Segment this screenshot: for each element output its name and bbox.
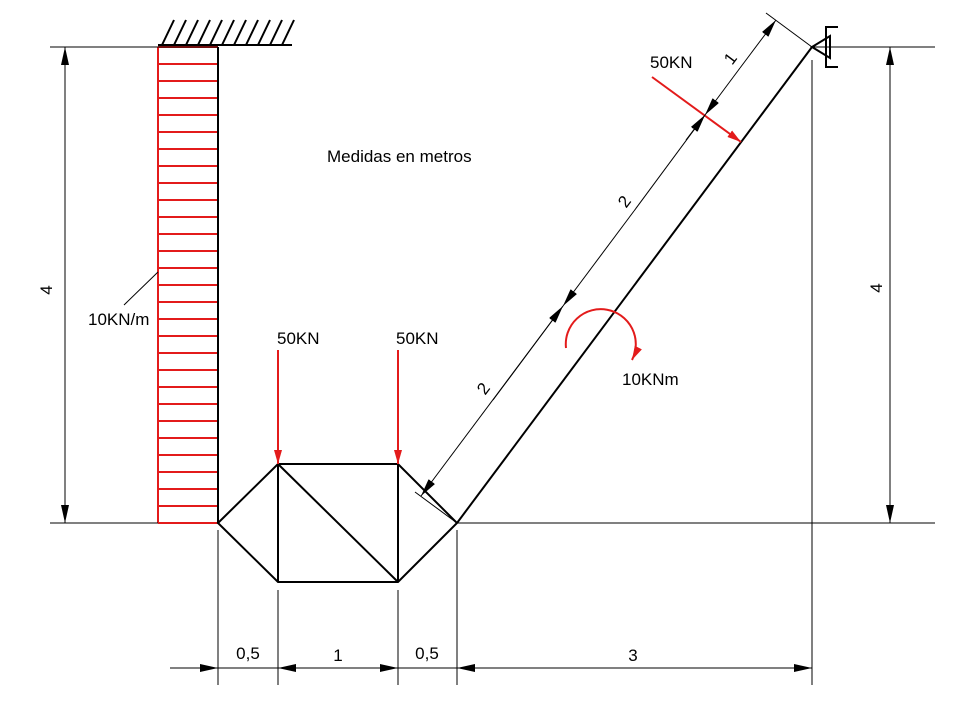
dim-0-5-right: 0,5 <box>415 644 439 663</box>
hatch-line <box>233 19 247 46</box>
inclined-dim-1: 2 <box>473 379 494 398</box>
hatch-line <box>281 19 295 46</box>
inclined-dim-2: 2 <box>614 192 635 211</box>
truss <box>216 463 459 583</box>
hatch-line <box>185 19 199 46</box>
hatch-line <box>257 19 271 46</box>
load-leader <box>123 271 159 306</box>
left-height-label: 4 <box>37 285 56 294</box>
right-height-label: 4 <box>867 283 886 292</box>
dim-1: 1 <box>333 646 342 665</box>
inclined-dim-3: 1 <box>720 49 741 68</box>
hatch-line <box>245 19 259 46</box>
load-label-1: 50KN <box>277 329 320 348</box>
distributed-load-label: 10KN/m <box>88 310 149 329</box>
hatch-line <box>161 19 175 46</box>
fixed-support <box>158 19 295 46</box>
moment-label: 10KNm <box>622 370 679 389</box>
point-loads <box>274 76 742 464</box>
moment-arrow <box>564 308 642 361</box>
inclined-member <box>456 46 813 524</box>
hatch-line <box>173 19 187 46</box>
hatch-line <box>209 19 223 46</box>
inclined-dims <box>414 12 813 524</box>
hatch-line <box>221 19 235 46</box>
extension-lines <box>50 46 935 685</box>
load-label-2: 50KN <box>396 329 439 348</box>
units-note: Medidas en metros <box>327 147 472 166</box>
height-dims <box>61 47 894 523</box>
hatch-line <box>197 19 211 46</box>
distributed-load <box>157 46 218 524</box>
load-arrow-3 <box>651 76 742 143</box>
dim-0-5-left: 0,5 <box>236 644 260 663</box>
hatch-line <box>269 19 283 46</box>
load-label-3: 50KN <box>650 53 693 72</box>
dim-3: 3 <box>628 646 637 665</box>
